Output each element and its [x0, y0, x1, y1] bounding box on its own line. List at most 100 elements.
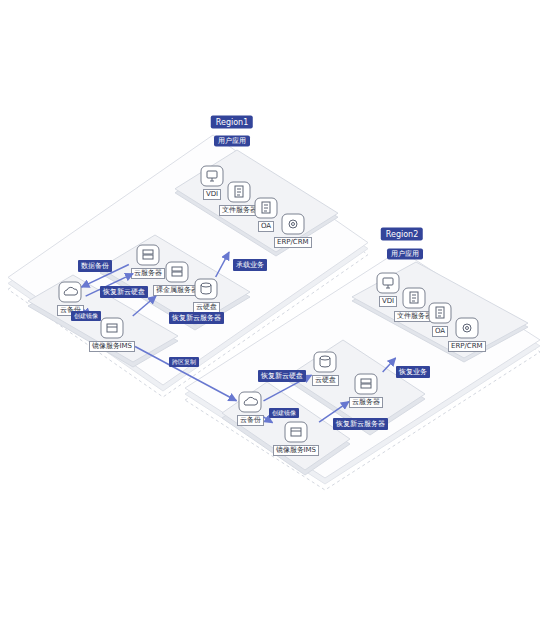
glyph-ring [463, 324, 471, 332]
service-icon: 文件服务器 [394, 286, 435, 322]
service-label: 云服务器 [349, 397, 383, 408]
glyph-tile [101, 318, 123, 338]
glyph-tile [403, 288, 425, 308]
service-glyph [199, 164, 225, 188]
service-icon: ERP/CRM [448, 316, 486, 352]
service-icon: 云备份 [237, 390, 264, 426]
glyph-tile [456, 318, 478, 338]
glyph-screen [207, 171, 217, 178]
glyph-tile [314, 352, 336, 372]
service-label: OA [258, 221, 274, 232]
service-glyph [353, 372, 379, 396]
service-icon: 镜像服务IMS [273, 420, 320, 456]
service-glyph [401, 286, 427, 310]
region-platform: VDI文件服务器OAERP/CRM用户应用云硬盘云服务器云备份镜像服务IMSRe… [185, 250, 540, 478]
service-glyph [427, 301, 453, 325]
service-label: 镜像服务IMS [89, 341, 136, 352]
service-glyph [454, 316, 480, 340]
glyph-ring [289, 220, 297, 228]
app-panel: VDI文件服务器OAERP/CRM用户应用 [352, 262, 528, 358]
glyph-tile [285, 422, 307, 442]
glyph-mark [361, 379, 371, 388]
glyph-tile [429, 303, 451, 323]
region-badge: Region2 [381, 228, 423, 241]
glyph-box [107, 324, 117, 332]
group-heading: 用户应用 [214, 136, 250, 147]
edge-label: 恢复业务 [396, 366, 430, 378]
service-glyph [312, 350, 338, 374]
app-panel: VDI文件服务器OAERP/CRM用户应用 [175, 150, 338, 252]
glyph-tile [59, 282, 81, 302]
service-icon: VDI [375, 271, 401, 307]
service-icon: 云硬盘 [193, 277, 220, 313]
service-glyph [193, 277, 219, 301]
service-glyph [375, 271, 401, 295]
glyph-tile [355, 374, 377, 394]
service-label: ERP/CRM [448, 341, 486, 352]
glyph-unit [143, 255, 153, 259]
glyph-unit [172, 267, 182, 271]
edge-label: 恢复新云硬盘 [258, 370, 306, 382]
glyph-mark [235, 186, 243, 197]
service-icon: OA [427, 301, 453, 337]
glyph-cloud [64, 287, 77, 295]
service-icon: 裸金属服务器 [153, 260, 201, 296]
service-label: 文件服务器 [394, 311, 435, 322]
glyph-lid [291, 431, 301, 432]
glyph-mark [463, 324, 471, 332]
glyph-stand [210, 178, 214, 181]
service-label: 云硬盘 [312, 375, 339, 386]
glyph-lines [237, 189, 241, 195]
glyph-body [201, 285, 211, 294]
service-glyph [226, 180, 252, 204]
glyph-lid [107, 327, 117, 328]
edge-label: 创建镜像 [269, 408, 299, 419]
edge-label: 创建镜像 [71, 311, 101, 322]
service-glyph [99, 316, 125, 340]
glyph-body [320, 358, 330, 367]
platform-top [185, 250, 540, 478]
glyph-page [410, 292, 418, 303]
service-label: 文件服务器 [219, 205, 260, 216]
glyph-mark [64, 287, 77, 295]
service-label: 云备份 [237, 415, 264, 426]
glyph-mark [383, 278, 393, 288]
edge-label: 恢复新云服务器 [169, 312, 224, 324]
glyph-unit [143, 250, 153, 254]
service-label: ERP/CRM [274, 237, 312, 248]
glyph-unit [172, 272, 182, 276]
glyph-mark [289, 220, 297, 228]
edge-label: 恢复新云硬盘 [100, 286, 148, 298]
glyph-mark [244, 397, 257, 405]
service-glyph [57, 280, 83, 304]
glyph-screen [383, 278, 393, 285]
glyph-tile [195, 279, 217, 299]
glyph-page [235, 186, 243, 197]
glyph-tile [166, 262, 188, 282]
service-icon: 云硬盘 [312, 350, 339, 386]
glyph-mark [201, 283, 211, 294]
service-icon: 文件服务器 [219, 180, 260, 216]
edge-label: 承载业务 [233, 259, 267, 271]
glyph-mark [143, 250, 153, 259]
glyph-top [201, 283, 211, 287]
service-icon: ERP/CRM [274, 212, 312, 248]
glyph-tile [137, 245, 159, 265]
glyph-cloud [244, 397, 257, 405]
glyph-lines [412, 295, 416, 301]
glyph-mark [262, 202, 270, 213]
group-heading: 用户应用 [387, 249, 423, 260]
glyph-unit [361, 384, 371, 388]
glyph-tile [282, 214, 304, 234]
glyph-lines [264, 205, 268, 211]
service-label: 镜像服务IMS [273, 445, 320, 456]
glyph-mark [107, 324, 117, 332]
glyph-tile [228, 182, 250, 202]
glyph-mark [436, 307, 444, 318]
glyph-lines [438, 310, 442, 316]
glyph-mark [320, 356, 330, 367]
service-label: VDI [203, 189, 221, 200]
service-icon: VDI [199, 164, 225, 200]
glyph-unit [361, 379, 371, 383]
